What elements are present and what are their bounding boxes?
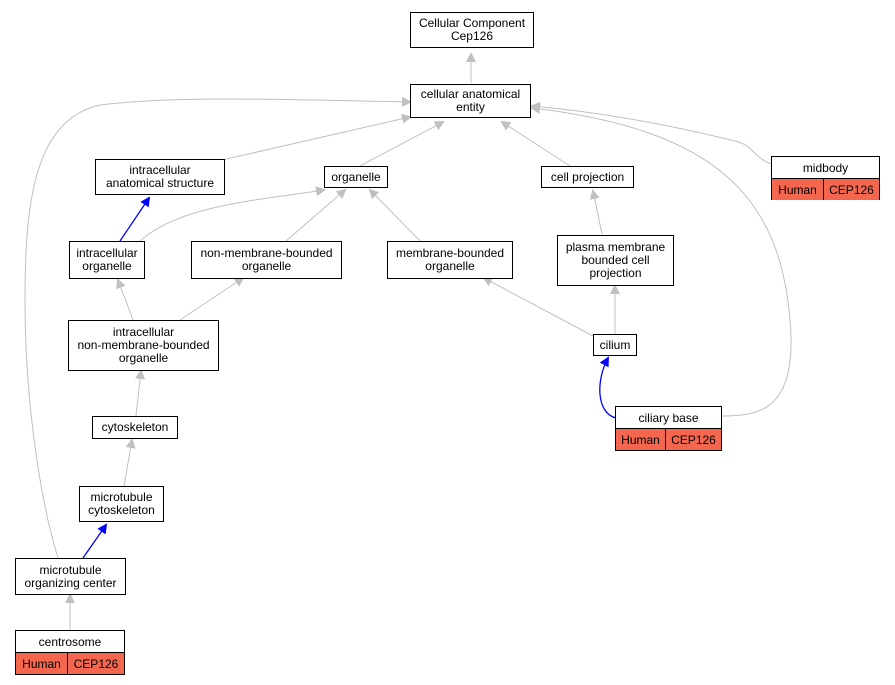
edge-mtcyto-to-cytoskeleton <box>123 438 136 487</box>
species-cell: Human <box>16 653 67 674</box>
node-microtubule-cytoskeleton[interactable]: microtubule cytoskeleton <box>79 486 164 522</box>
node-cilium[interactable]: cilium <box>593 334 637 356</box>
node-plasma-membrane-bounded-cell-projection[interactable]: plasma membrane bounded cell projection <box>557 235 674 286</box>
edge-intraorg-partof-ias <box>119 196 151 242</box>
edge-ciliarybase-partof-cilium <box>599 356 617 419</box>
node-cellular-component[interactable]: Cellular Component Cep126 <box>410 12 534 48</box>
edge-cytoskeleton-to-inmbo <box>135 369 146 417</box>
edge-mtoc-partof-mtcyto <box>82 523 108 559</box>
gene-annotation-row: Human CEP126 <box>616 429 721 450</box>
node-intracellular-anatomical-structure[interactable]: intracellular anatomical structure <box>95 159 225 195</box>
edge-cellproj-to-cae <box>500 120 571 167</box>
edge-ias-to-cae <box>221 113 412 161</box>
edge-pmbcp-to-cellproj <box>589 189 603 235</box>
node-intracellular-non-membrane-bounded-organelle[interactable]: intracellular non-membrane-bounded organ… <box>68 320 219 371</box>
node-centrosome[interactable]: centrosome Human CEP126 <box>15 630 125 675</box>
edge-nmbo-to-organelle <box>285 188 347 242</box>
gene-annotation-row: Human CEP126 <box>772 179 879 200</box>
edge-intraorg-to-organelle <box>139 186 326 242</box>
node-midbody[interactable]: midbody Human CEP126 <box>771 156 880 200</box>
node-cell-projection[interactable]: cell projection <box>541 166 634 188</box>
gene-cell: CEP126 <box>67 653 124 674</box>
node-membrane-bounded-organelle[interactable]: membrane-bounded organelle <box>387 241 513 279</box>
edge-mtoc-to-cae <box>24 96 412 559</box>
node-organelle[interactable]: organelle <box>324 166 388 188</box>
edge-mbo-to-organelle <box>368 188 421 242</box>
node-non-membrane-bounded-organelle[interactable]: non-membrane-bounded organelle <box>191 241 342 279</box>
edge-midbody-to-cae <box>530 101 772 165</box>
species-cell: Human <box>616 429 665 450</box>
node-ciliary-base[interactable]: ciliary base Human CEP126 <box>615 406 722 451</box>
gene-cell: CEP126 <box>823 179 879 200</box>
edge-ciliarybase-to-cae <box>530 103 792 417</box>
edge-cilium-to-mbo <box>482 277 594 337</box>
edge-inmbo-to-intraorg <box>116 278 134 321</box>
edge-organelle-to-cae <box>359 121 445 167</box>
node-midbody-title: midbody <box>772 157 879 179</box>
node-cellular-anatomical-entity[interactable]: cellular anatomical entity <box>410 84 531 118</box>
node-microtubule-organizing-center[interactable]: microtubule organizing center <box>15 558 126 595</box>
node-intracellular-organelle[interactable]: intracellular organelle <box>69 241 145 279</box>
gene-cell: CEP126 <box>665 429 721 450</box>
node-cytoskeleton[interactable]: cytoskeleton <box>92 416 178 439</box>
node-ciliary-base-title: ciliary base <box>616 407 721 429</box>
gene-annotation-row: Human CEP126 <box>16 653 124 674</box>
edge-inmbo-to-nmbo <box>179 276 245 321</box>
node-centrosome-title: centrosome <box>16 631 124 653</box>
species-cell: Human <box>772 179 823 200</box>
